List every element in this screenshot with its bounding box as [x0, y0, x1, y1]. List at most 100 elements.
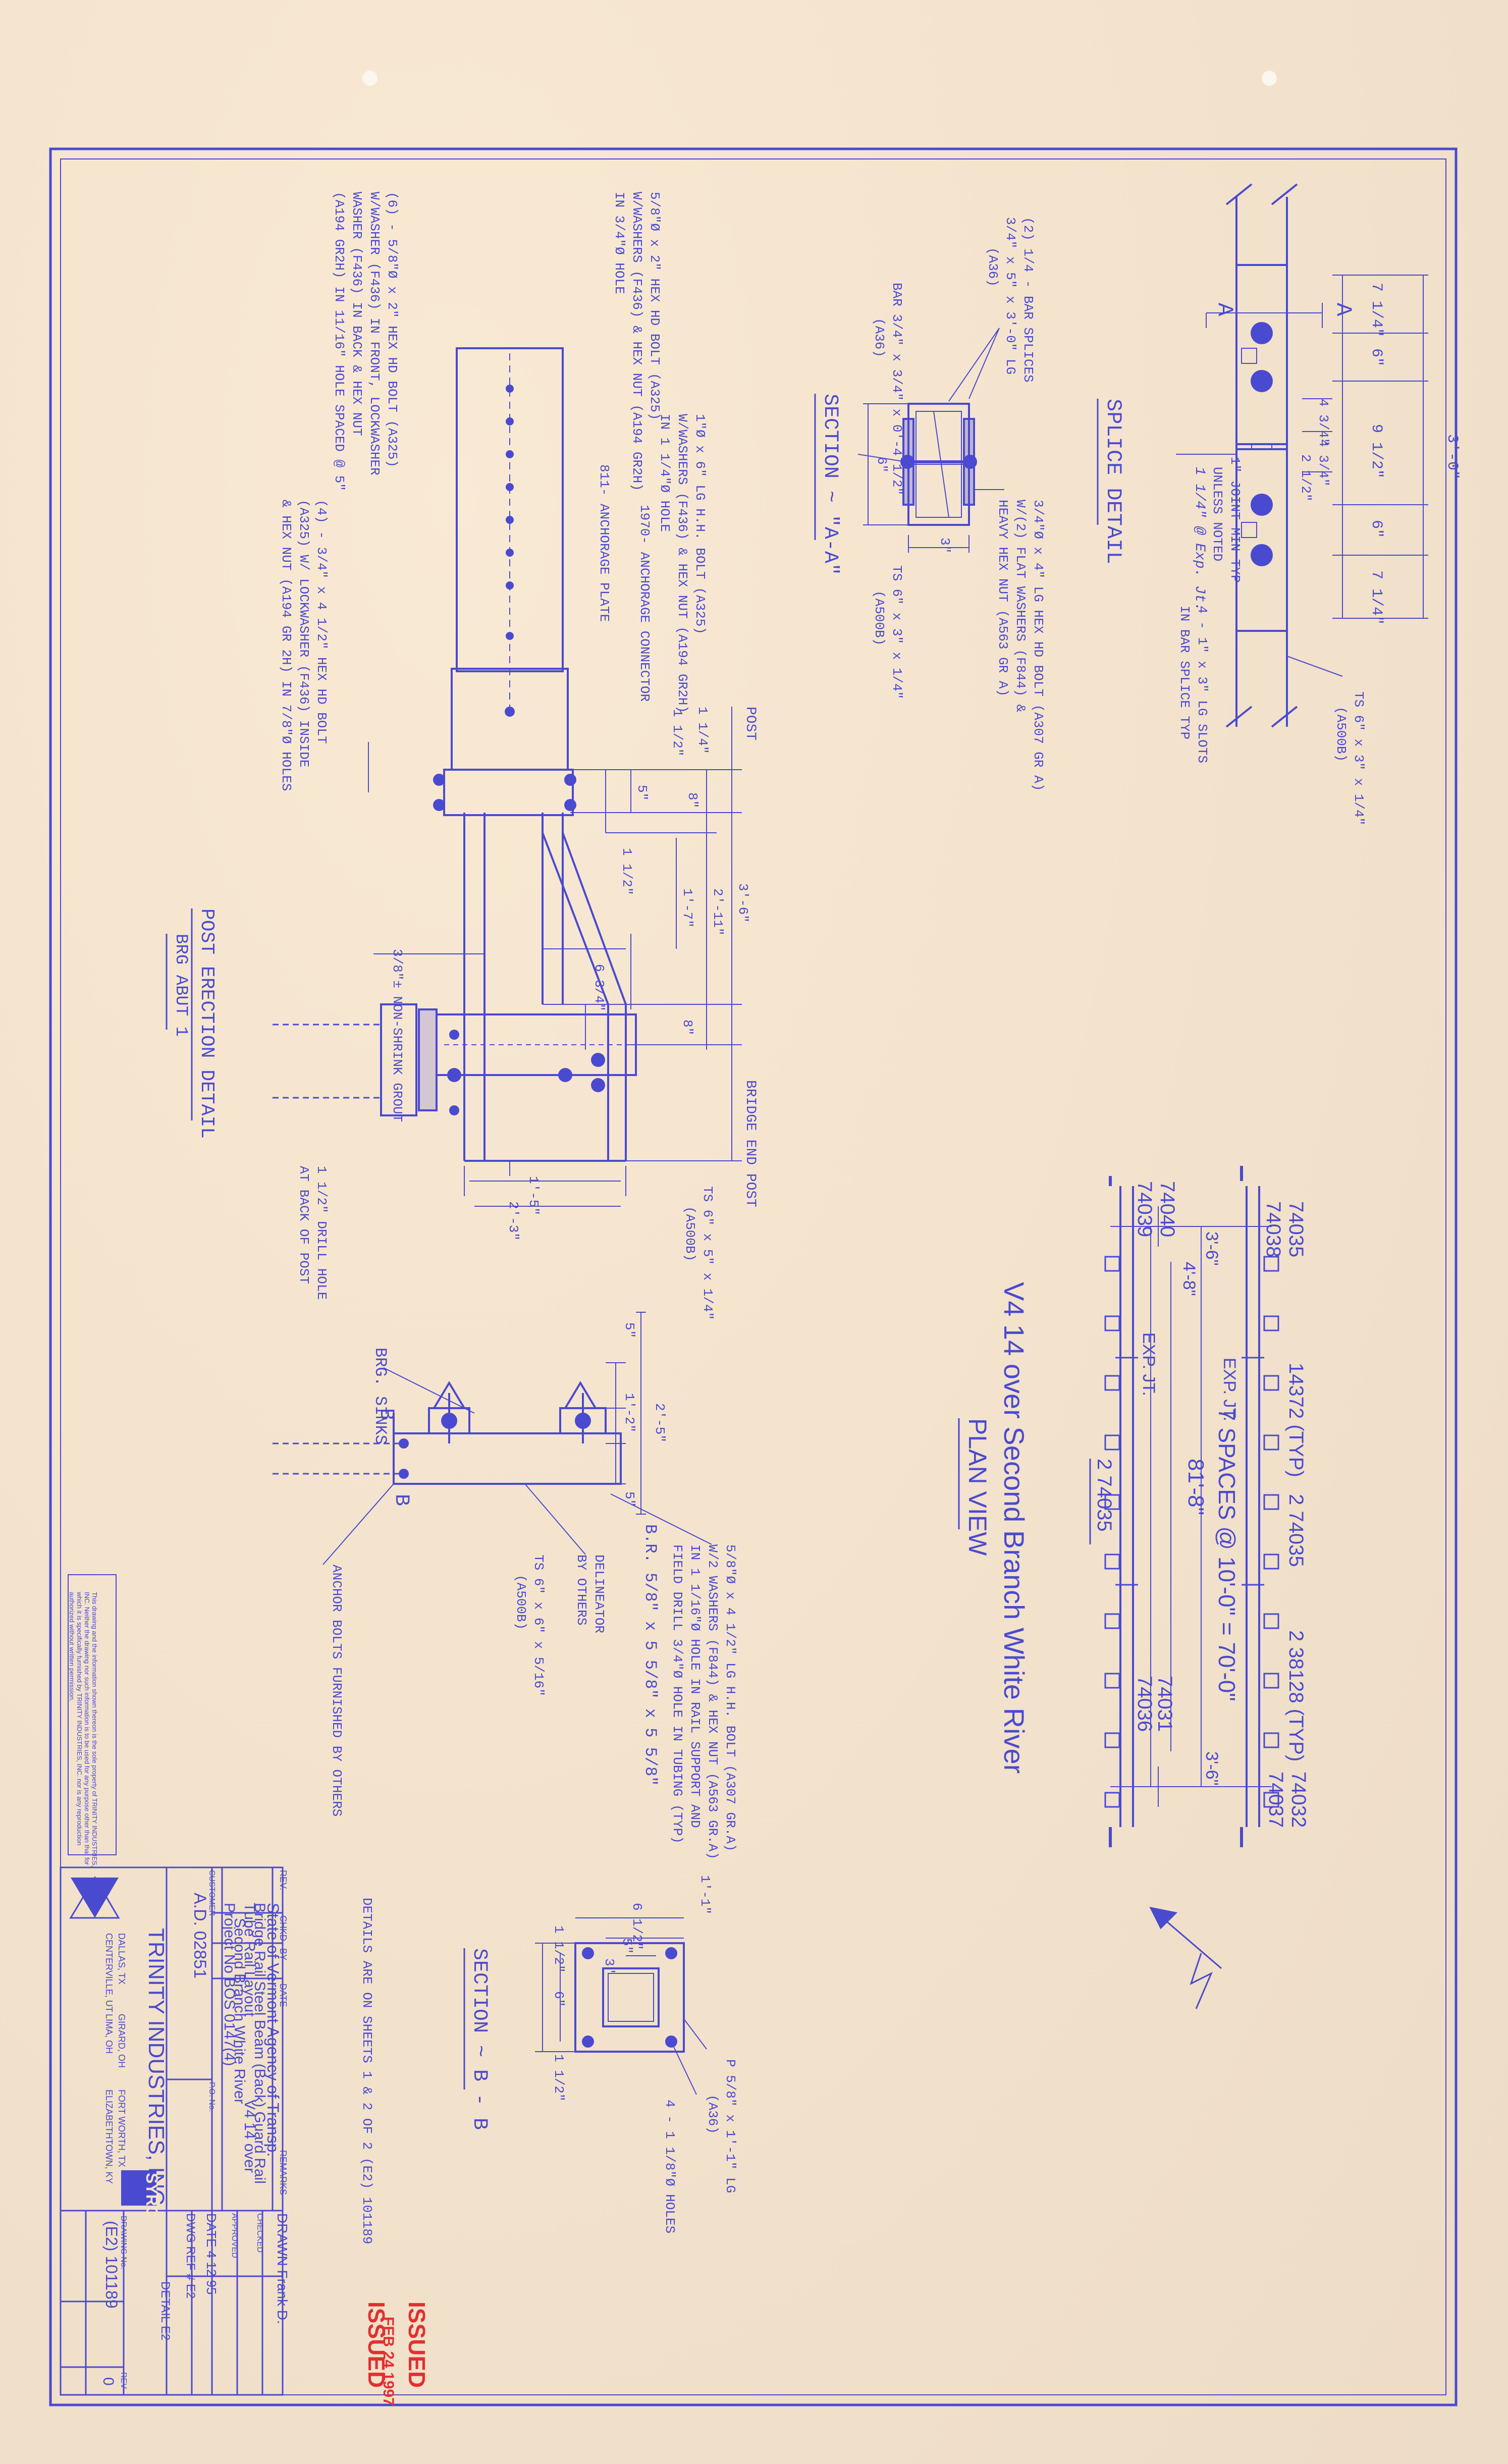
post-dim-f: 3'-6"	[735, 883, 750, 923]
brand-box	[121, 2170, 156, 2206]
plan-label-74038: 74038	[1262, 1201, 1284, 1257]
plan-view-drawing	[1109, 1166, 1272, 1847]
splice-dim-2: 6"	[1368, 348, 1385, 366]
bearing-tube-note-2: (A500B)	[513, 1575, 528, 1630]
bearing-dim-center: 1'-2"	[622, 1393, 637, 1432]
delineator-label-1: DELINEATOR	[591, 1555, 607, 1633]
plan-label-74039: 74039	[1134, 1181, 1156, 1237]
anchorage-connector-label: 1970- ANCHORAGE CONNECTOR	[637, 505, 652, 702]
city-3: FORT WORTH, TX	[117, 2090, 127, 2167]
section-b-dim-3: 3"	[602, 1958, 617, 1974]
section-a-tube-note-2: (A500B)	[872, 591, 887, 646]
post-anchor-bolt-note-3: IN 1 1/4"Ø HOLE	[657, 414, 672, 532]
splice-joint-note-1: 1" JOINT MIN TYP	[1227, 457, 1243, 583]
plan-exp-jt-bottom: EXP. JT.	[1139, 1332, 1158, 1396]
plan-post-mark	[1104, 1434, 1120, 1451]
splice-title: SPLICE DETAIL	[1101, 399, 1125, 564]
plan-typ-2: 2 74035	[1285, 1494, 1307, 1567]
bearing-bolt-note-1: 5/8"Ø x 4 1/2" LG H.H. BOLT (A307 GR.A)	[723, 1544, 738, 1852]
splice-dim-5: 7 1/4"	[1368, 570, 1385, 625]
section-a-bolt-note-1: 3/4"Ø x 4" LG HEX HD BOLT (A307 GR A)	[1031, 500, 1046, 791]
section-b-drawing	[535, 1917, 707, 2095]
title-block-lines	[60, 1866, 284, 2396]
plan-view-post-marks	[1104, 1256, 1279, 1808]
section-b-mark-right: B	[390, 1494, 412, 1506]
post-dim-a: 1 1/4"	[695, 707, 710, 754]
trinity-logo	[69, 1876, 120, 1919]
post-dim-2-3: 2'-3"	[506, 1201, 521, 1241]
bar-splice-note-1: (2) 1/4 - BAR SPLICES	[1020, 217, 1036, 383]
revision-value: 0	[100, 2377, 117, 2386]
plan-center-spaces: 7 SPACES @ 10'-0" = 70'-0"	[1214, 1408, 1240, 1701]
checked-by: CHECKED	[255, 2213, 264, 2253]
section-a-mark-top: A	[1212, 303, 1237, 316]
plan-post-mark	[1263, 1434, 1279, 1451]
splice-joint-note-3: 1 1/4" @ Exp. Jt.	[1192, 467, 1207, 611]
plan-post-mark	[1104, 1494, 1120, 1510]
post-dim-e: 2'-11"	[710, 888, 725, 936]
delineator-label-2: BY OTHERS	[574, 1555, 589, 1625]
plan-post-mark	[1263, 1494, 1279, 1510]
bearing-tube-note-1: TS 6" x 6" x 5/16"	[531, 1555, 546, 1696]
post-dim-d: 8"	[685, 792, 700, 808]
plan-post-mark	[1263, 1256, 1279, 1272]
splice-overall-dim: 3'-0"	[1443, 434, 1461, 479]
plan-view-title: V4 14 over Second Branch White River	[998, 1282, 1030, 1774]
section-a-bolt-note-2: W/(2) FLAT WASHERS (F844) &	[1013, 500, 1028, 713]
plan-center-label: 2 74035	[1093, 1459, 1115, 1532]
title-desc-4: V4 14 over	[241, 2100, 258, 2173]
post-four-bolt-note-3: & HEX NUT (A194 GR 2H) IN 7/8"Ø HOLES	[279, 500, 294, 791]
title-block-text: TRINITY INDUSTRIES, INC. SYRO DALLAS, TX…	[100, 1870, 290, 2389]
bar-note-2: (A36)	[872, 318, 887, 357]
title-desc-1: State of Vermont Agency of Transp.	[264, 1903, 282, 2157]
post-six-bolt-note-1: (6) - 5/8"Ø x 2" HEX HD BOLT (A325)	[385, 192, 400, 467]
north-arrow	[1149, 1906, 1222, 2009]
plan-label-74032: 74032	[1287, 1772, 1310, 1828]
approved-by: APPROVED	[230, 2213, 239, 2258]
bridge-end-post-label: BRIDGE END POST	[742, 1080, 758, 1207]
bearing-bolt-note-3: IN 1 1/16"Ø HOLE IN RAIL SUPPORT AND	[687, 1544, 703, 1828]
bar-splice-note-3: (A36)	[985, 247, 1000, 287]
section-b-plate-note-1: P 5/8" x 1'-1" LG	[723, 2059, 738, 2193]
rev-header-remarks: REMARKS	[278, 2150, 288, 2195]
splice-text: SPLICE DETAIL 3'-0" 7 1/4" 6" 9 1/2" 6" …	[1097, 283, 1461, 825]
title-desc-5: Second Branch White River	[231, 1918, 248, 2104]
drawing-date: DATE 4 12 95	[204, 2213, 219, 2294]
post-dim-h: 1'-7"	[680, 888, 695, 928]
bearing-drawing	[273, 1312, 712, 1565]
post-six-bolt-note-3: WASHER (F436) IN BACK & HEX NUT	[349, 192, 364, 436]
splice-slot-note-1: 4 - 1" x 3" LG SLOTS	[1195, 606, 1210, 763]
bearing-sinks-label: BRG. SINKS	[371, 1348, 390, 1444]
punch-hole-left	[362, 71, 378, 86]
plan-label-74040: 74040	[1156, 1181, 1178, 1237]
plan-post-mark	[1104, 1315, 1120, 1331]
disclaimer-text: This drawing and the information shown t…	[68, 1592, 98, 1867]
bearing-dim-right: 5"	[622, 1491, 637, 1507]
plan-post-mark	[1263, 1792, 1279, 1808]
plan-post-mark	[1263, 1315, 1279, 1331]
post-label: POST	[742, 707, 758, 740]
section-a-bolt-note-3: HEAVY HEX NUT (A563 GR A)	[995, 500, 1010, 697]
section-b-dim-2: 6 1/2"	[629, 1903, 644, 1950]
post-detail-title: POST ERECTION DETAIL	[196, 908, 218, 1139]
drill-note-2: AT BACK OF POST	[296, 1166, 311, 1284]
sheets-note: DETAILS ARE ON SHEETS 1 & 2 OF 2 (E2) 10…	[359, 1898, 374, 2244]
city-5: LIMA, OH	[104, 2014, 114, 2054]
punch-hole-right	[1262, 71, 1277, 86]
splice-gap-dim: 2 1/2"	[1298, 454, 1313, 502]
post-dim-g: 1 1/2"	[619, 848, 634, 895]
drawing-number-label: DRAWING No.	[119, 2216, 128, 2269]
city-6: ELIZABETHTOWN, KY	[104, 2090, 114, 2184]
plan-post-mark	[1263, 1732, 1279, 1748]
post-dim-c: 5"	[634, 785, 650, 800]
company-name: TRINITY INDUSTRIES, INC.	[144, 1928, 169, 2211]
splice-small-dim-1: 4 3/4"	[1316, 399, 1331, 446]
post-dim-b: 1 1/2"	[670, 709, 685, 757]
section-a-tube-note-1: TS 6" x 3" x 1/4"	[889, 565, 904, 699]
section-a-drawing	[857, 328, 1004, 553]
bar-splice-note-2: 3/4" x 5" x 3'-0" LG	[1003, 217, 1018, 374]
post-dim-i: 8"	[680, 1020, 695, 1035]
issued-stamps: ISSUED FEB 24 1997 ISSUED	[363, 2301, 430, 2406]
section-a-dim-height: 6"	[874, 457, 889, 472]
title-desc-3: Tube Rail Layout	[241, 1903, 258, 2017]
